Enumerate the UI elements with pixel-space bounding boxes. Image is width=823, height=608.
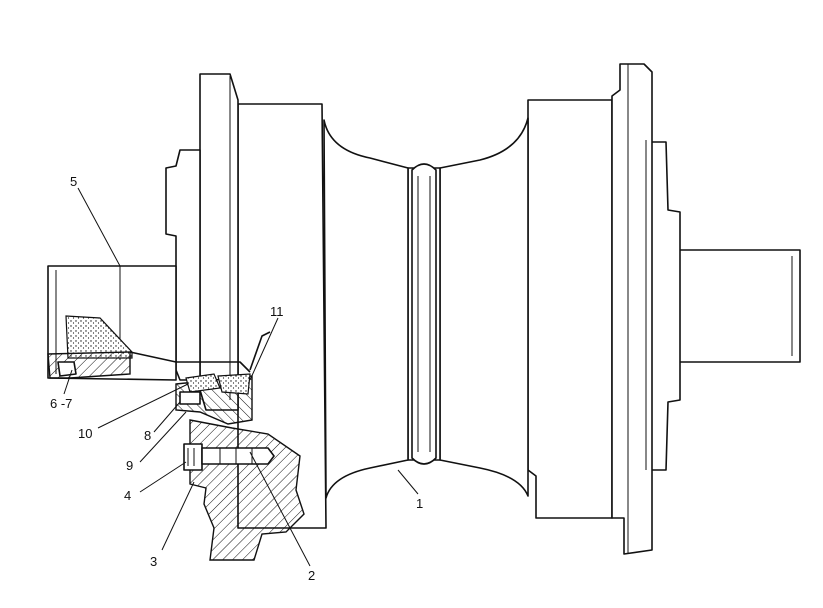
shaft-cutaway [47,315,251,379]
callout-8: 8 [144,428,151,443]
right-collar [649,141,681,471]
callout-10: 10 [78,426,92,441]
callout-3: 3 [150,554,157,569]
left-tread [323,119,409,499]
leader-3 [161,481,195,551]
callout-6-7: 6 -7 [50,396,72,411]
leader-5 [77,187,121,267]
callouts: 1 2 3 4 5 6 -7 8 9 10 11 [50,174,423,583]
right-hub [527,99,613,519]
callout-4: 4 [124,488,131,503]
left-flange [199,73,239,411]
callout-11: 11 [270,304,284,319]
leader-10 [97,383,189,429]
right-shaft [675,249,801,363]
bolt [183,443,275,471]
callout-2: 2 [308,568,315,583]
callout-9: 9 [126,458,133,473]
callout-5: 5 [70,174,77,189]
leader-67 [63,369,73,395]
leader-4 [139,461,187,493]
leader-lines [63,187,419,567]
callout-1: 1 [416,496,423,511]
leader-2 [249,451,311,567]
centre-rings [407,163,441,465]
leader-11 [249,317,279,381]
right-flange [611,63,653,555]
leader-9 [139,411,187,463]
leader-8 [153,401,181,433]
right-tread [439,117,529,497]
leader-1 [397,469,419,495]
